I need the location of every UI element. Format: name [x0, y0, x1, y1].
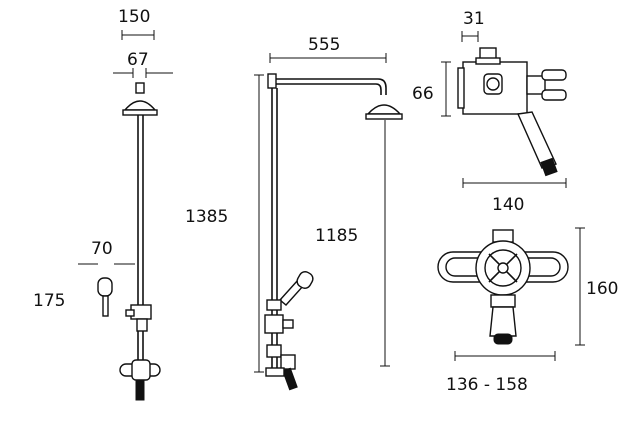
- handset-left: [97, 277, 113, 317]
- shower-head-left: [122, 82, 158, 116]
- valve-side: [264, 299, 298, 391]
- dim-body-depth: 31: [463, 9, 485, 29]
- valve-detail-bottom: 160 136 - 158: [437, 227, 618, 395]
- dim-centres-height: 160: [586, 279, 618, 299]
- handset-middle: [278, 271, 314, 306]
- dim-handset-height: 175: [33, 291, 65, 311]
- dim-body-width: 140: [492, 195, 524, 215]
- valve-detail-top: 31 66 140: [412, 9, 567, 215]
- dim-head-rose: 67: [127, 50, 149, 70]
- dim-rail-length: 555: [308, 35, 340, 55]
- dim-overall-height: 1385: [185, 207, 228, 227]
- side-view-middle: 1385 555 1185: [185, 35, 403, 391]
- dim-centres-range: 136 - 158: [446, 375, 528, 395]
- dim-body-height: 66: [412, 84, 434, 104]
- dim-handset-width: 70: [91, 239, 113, 259]
- dim-rail-height: 1185: [315, 226, 358, 246]
- dim-head-width: 150: [118, 7, 150, 27]
- front-view-left: 150 67 70 175: [33, 7, 173, 401]
- valve-left: [119, 304, 161, 401]
